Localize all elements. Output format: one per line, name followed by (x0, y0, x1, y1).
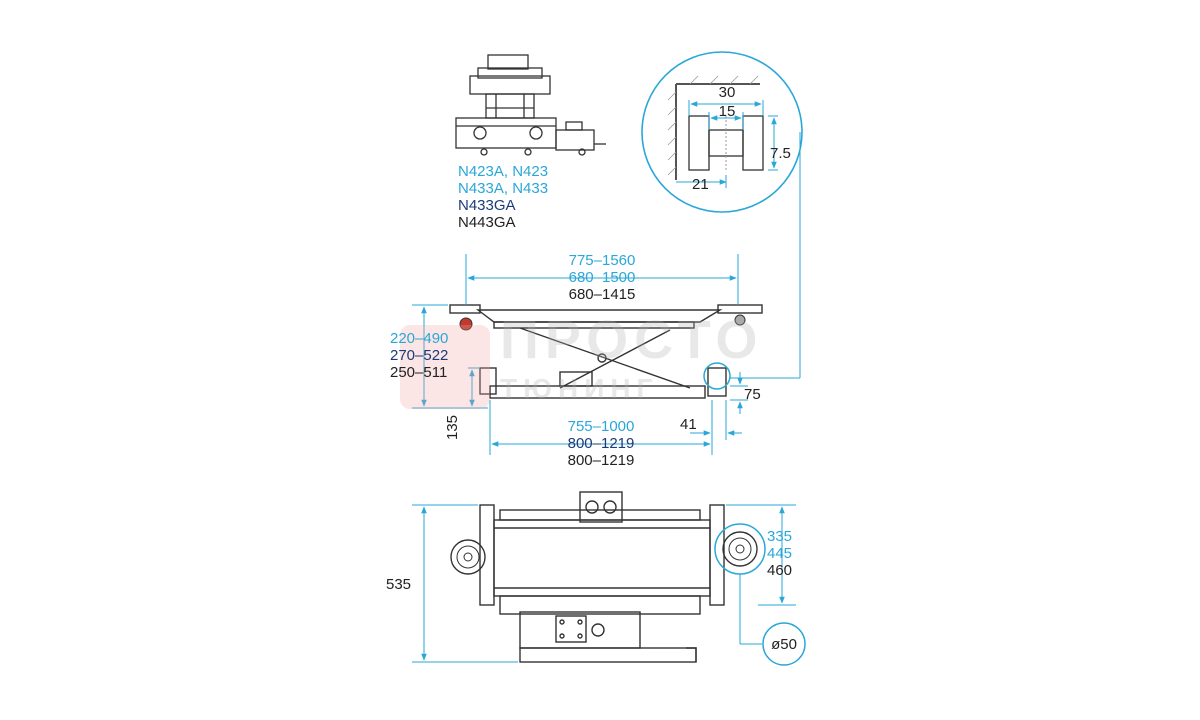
dim-535: 535 (386, 576, 412, 593)
top-view-drawing (412, 491, 806, 666)
dim-right-3: 460 (767, 562, 793, 579)
model-line-4: N443GA (458, 214, 516, 231)
dim-21: 21 (692, 176, 709, 193)
wheel-left (450, 539, 486, 575)
dim-width-top-3: 680–1415 (568, 286, 636, 303)
dim-width-top-1: 775–1560 (568, 252, 636, 269)
dim-height-2: 270–522 (390, 347, 449, 364)
wheel-right (714, 523, 766, 575)
dim-base-3: 800–1219 (567, 452, 635, 469)
dim-base-1: 755–1000 (567, 418, 635, 435)
watermark-line1: ПРОСТО (500, 310, 764, 370)
dim-15: 15 (718, 103, 736, 120)
dim-base-2: 800–1219 (567, 435, 635, 452)
model-line-1: N423A, N423 (458, 163, 549, 180)
front-view-drawing (455, 54, 606, 156)
dim-width-top-2: 680–1500 (568, 269, 636, 286)
dim-height-1: 220–490 (390, 330, 449, 347)
dim-height-3: 250–511 (390, 364, 448, 381)
detail-circle (641, 51, 803, 379)
side-view-drawing (412, 254, 763, 455)
dim-diameter: ø50 (771, 636, 797, 653)
model-line-3: N433GA (458, 197, 516, 214)
dim-135: 135 (444, 414, 461, 440)
dim-7-5: 7.5 (770, 145, 791, 162)
dim-right-1: 335 (767, 528, 793, 545)
dim-75: 75 (744, 386, 761, 403)
watermark: ПРОСТО ТЮНИНГ (400, 305, 800, 415)
dim-41: 41 (680, 416, 697, 433)
watermark-line2: ТЮНИНГ (500, 373, 659, 404)
model-list: N423A, N423 N433A, N433 N433GA N443GA (458, 163, 548, 231)
model-line-2: N433A, N433 (458, 180, 549, 197)
watermark-logo-icon (400, 325, 490, 409)
dim-30: 30 (718, 84, 736, 101)
dim-right-2: 445 (767, 545, 793, 562)
